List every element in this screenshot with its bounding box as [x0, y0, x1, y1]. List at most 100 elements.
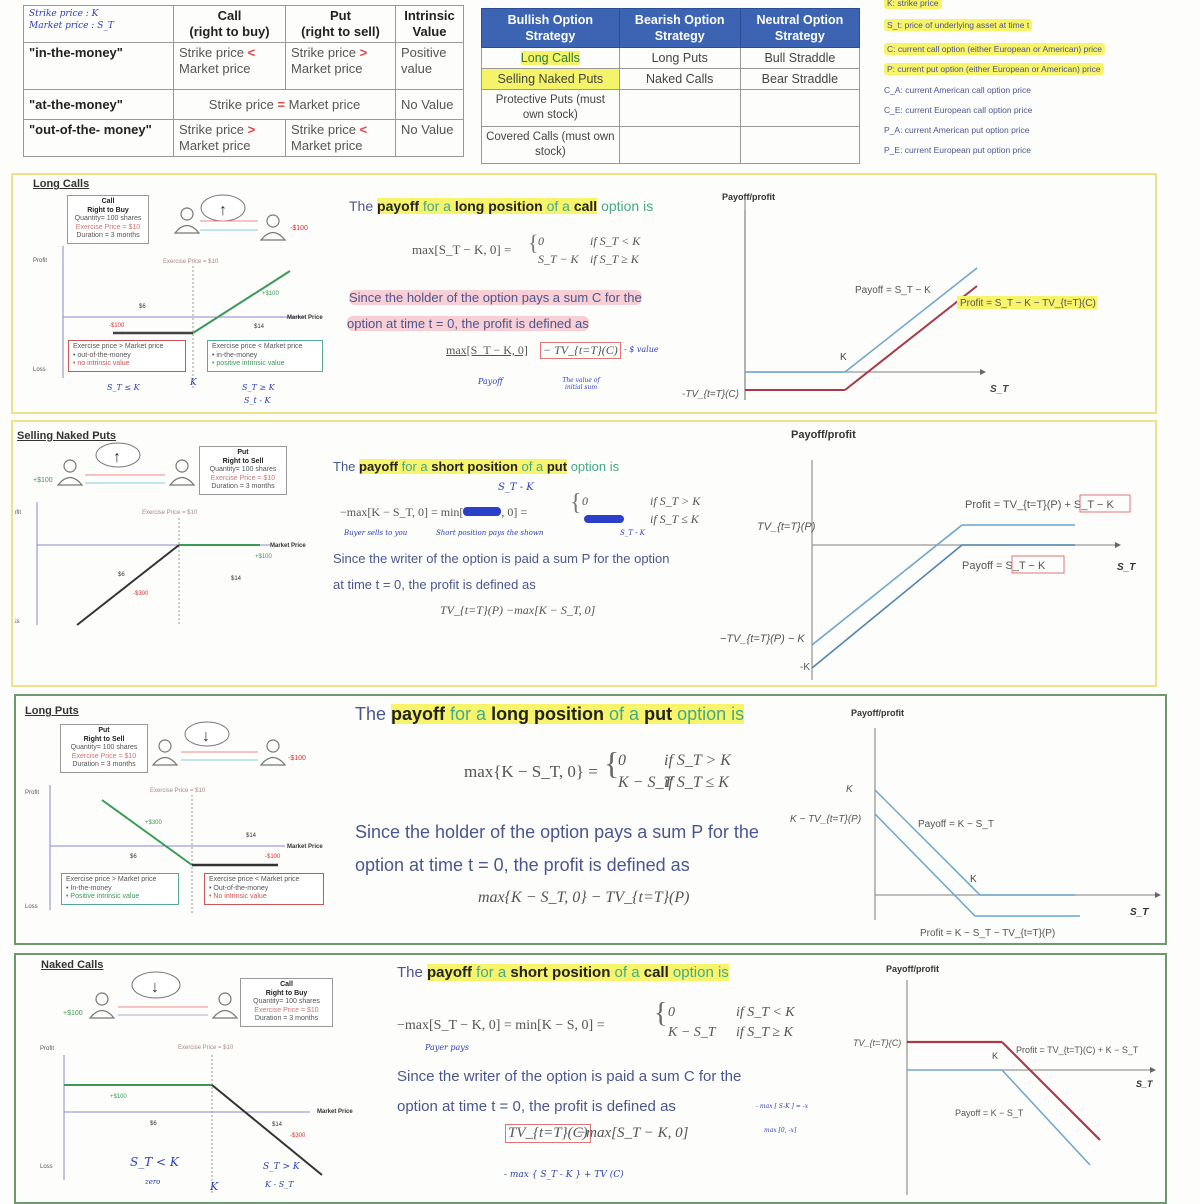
- svg-text:Market Price: Market Price: [287, 315, 323, 321]
- svg-text:$6: $6: [118, 572, 125, 578]
- section-long-calls: [11, 173, 1157, 414]
- svg-text:K: K: [970, 874, 977, 885]
- svg-text:-$300: -$300: [290, 1133, 306, 1139]
- buyer-icon: [151, 739, 179, 766]
- svg-text:Payoff = S_T − K: Payoff = S_T − K: [855, 285, 931, 296]
- svg-text:+$100: +$100: [110, 1094, 128, 1100]
- section-title: Long Calls: [33, 178, 90, 190]
- moneyness-table: Strike price : K Market price : S_T Call…: [23, 5, 464, 157]
- seller-icon: [88, 992, 116, 1019]
- long-calls-diagram: ↑ -$100 Profit Loss Market Price Exercis…: [33, 194, 323, 388]
- svg-text:Profit = TV_{t=T}(C) + K − S_T: Profit = TV_{t=T}(C) + K − S_T: [1016, 1045, 1139, 1055]
- svg-text:-TV_{t=T}(C): -TV_{t=T}(C): [682, 389, 739, 400]
- header-call: Call(right to buy): [173, 5, 286, 43]
- svg-text:Market Price: Market Price: [270, 543, 306, 549]
- section-naked-calls: [14, 953, 1167, 1204]
- svg-text:Profit: Profit: [40, 1046, 54, 1052]
- down-arrow-icon: ↓: [151, 979, 159, 996]
- svg-text:Loss: Loss: [15, 619, 20, 625]
- notation-legend: K: strike price S_t: price of underlying…: [884, 0, 1105, 164]
- svg-text:Market Price: Market Price: [287, 844, 323, 850]
- section-title: Long Puts: [25, 705, 79, 717]
- svg-text:K: K: [992, 1051, 998, 1061]
- svg-text:Market Price: Market Price: [317, 1109, 353, 1115]
- svg-text:K: K: [846, 784, 854, 795]
- svg-text:$6: $6: [139, 304, 146, 310]
- contract-box: Put Right to Sell Quantity= 100 shares E…: [199, 446, 287, 495]
- svg-text:S_T: S_T: [990, 384, 1009, 395]
- section-title: Naked Calls: [41, 959, 104, 971]
- scribble-redaction: [463, 507, 502, 516]
- svg-text:Payoff = K − S_T: Payoff = K − S_T: [955, 1108, 1024, 1118]
- svg-text:$14: $14: [231, 576, 242, 582]
- buyer-icon: [168, 459, 196, 486]
- svg-text:+$100: +$100: [255, 554, 273, 560]
- table-row: Protective Puts (must own stock): [481, 89, 861, 127]
- selling-naked-puts-diagram: +$100 ↑ Profit Loss Market Price Exercis…: [15, 442, 306, 626]
- thought-cloud-icon: [95, 442, 141, 468]
- svg-text:S_T: S_T: [1136, 1079, 1154, 1089]
- svg-text:Exercise Price = $10: Exercise Price = $10: [142, 510, 198, 516]
- section-selling-naked-puts: [11, 420, 1157, 687]
- svg-text:TV_{t=T}(P): TV_{t=T}(P): [757, 521, 816, 533]
- short-call-payoff-graph: TV_{t=T}(C) K Profit = TV_{t=T}(C) + K −…: [853, 980, 1156, 1195]
- table-row: "at-the-money" Strike price = Market pri…: [23, 89, 464, 120]
- svg-text:Profit: Profit: [15, 510, 21, 516]
- svg-text:+$100: +$100: [33, 477, 53, 484]
- svg-text:-$100: -$100: [290, 225, 308, 232]
- contract-box: Put Right to Sell Quantity= 100 shares E…: [60, 724, 148, 773]
- seller-icon: [259, 739, 287, 766]
- svg-text:-K: -K: [800, 662, 810, 673]
- svg-text:Loss: Loss: [33, 367, 46, 373]
- svg-text:Payoff = K − S_T: Payoff = K − S_T: [918, 819, 994, 830]
- svg-text:−TV_{t=T}(P) − K: −TV_{t=T}(P) − K: [720, 633, 805, 645]
- svg-text:Exercise Price = $10: Exercise Price = $10: [163, 259, 219, 265]
- svg-text:$14: $14: [246, 833, 257, 839]
- svg-text:Profit = S_T − K − TV_{t=T}(C): Profit = S_T − K − TV_{t=T}(C): [960, 298, 1096, 309]
- svg-text:+$100: +$100: [63, 1010, 83, 1017]
- itm-box: Exercise price > Market price • In-the-m…: [61, 873, 179, 905]
- svg-text:Loss: Loss: [25, 904, 38, 910]
- long-calls-payoff-graph: K S_T -TV_{t=T}(C) Payoff = S_T − K Prof…: [682, 200, 1097, 400]
- svg-text:TV_{t=T}(C): TV_{t=T}(C): [853, 1038, 901, 1048]
- svg-text:+$100: +$100: [262, 291, 280, 297]
- down-arrow-icon: ↓: [202, 728, 210, 745]
- short-call-payoff-text: The payoff for a short position of a cal…: [397, 964, 729, 981]
- short-put-payoff-text: The payoff for a short position of a put…: [333, 459, 620, 474]
- long-puts-diagram: ↓ -$100 Profit Loss Market Price Exercis…: [25, 721, 323, 915]
- svg-text:Profit: Profit: [33, 258, 47, 264]
- seller-icon: [56, 459, 84, 486]
- header-put: Put(right to sell): [285, 5, 396, 43]
- seller-icon: [259, 214, 287, 241]
- header-neutral: Neutral Option Strategy: [739, 8, 861, 48]
- up-arrow-icon: ↑: [113, 449, 121, 466]
- svg-text:-$100: -$100: [109, 323, 125, 329]
- svg-text:S_T: S_T: [1117, 562, 1136, 573]
- svg-text:-$100: -$100: [265, 854, 281, 860]
- otm-box: Exercise price < Market price • Out-of-t…: [204, 873, 324, 905]
- naked-calls-diagram: +$100 ↓ Profit Loss Market Price Exercis…: [40, 971, 353, 1193]
- long-put-payoff-graph: K K − TV_{t=T}(P) Payoff = K − S_T K S_T…: [790, 728, 1161, 939]
- svg-text:$6: $6: [150, 1121, 157, 1127]
- corner-note: Strike price : K Market price : S_T: [23, 5, 174, 43]
- svg-text:S_T: S_T: [1130, 907, 1149, 918]
- otm-box: Exercise price > Market price • out-of-t…: [68, 340, 186, 372]
- table-row: Selling Naked Puts Naked Calls Bear Stra…: [481, 68, 861, 90]
- svg-text:Payoff = S_T − K: Payoff = S_T − K: [962, 560, 1046, 572]
- svg-text:$14: $14: [254, 324, 265, 330]
- contract-box: Call Right to Buy Quantity= 100 shares E…: [240, 978, 333, 1027]
- table-row: "in-the-money" Strike price <Market pric…: [23, 42, 464, 90]
- table-row: Covered Calls (must own stock): [481, 126, 861, 164]
- svg-text:Profit = K − S_T − TV_{t=T}(P): Profit = K − S_T − TV_{t=T}(P): [920, 928, 1055, 939]
- svg-text:$14: $14: [272, 1122, 283, 1128]
- buyer-icon: [211, 992, 239, 1019]
- svg-text:Profit: Profit: [25, 790, 39, 796]
- thought-cloud-icon: [131, 971, 181, 999]
- svg-text:Exercise Price = $10: Exercise Price = $10: [150, 788, 206, 794]
- buyer-icon: [173, 207, 201, 234]
- header-bearish: Bearish Option Strategy: [618, 8, 741, 48]
- section-long-puts: [14, 694, 1167, 945]
- svg-text:-$100: -$100: [288, 755, 306, 762]
- svg-text:-$300: -$300: [133, 591, 149, 597]
